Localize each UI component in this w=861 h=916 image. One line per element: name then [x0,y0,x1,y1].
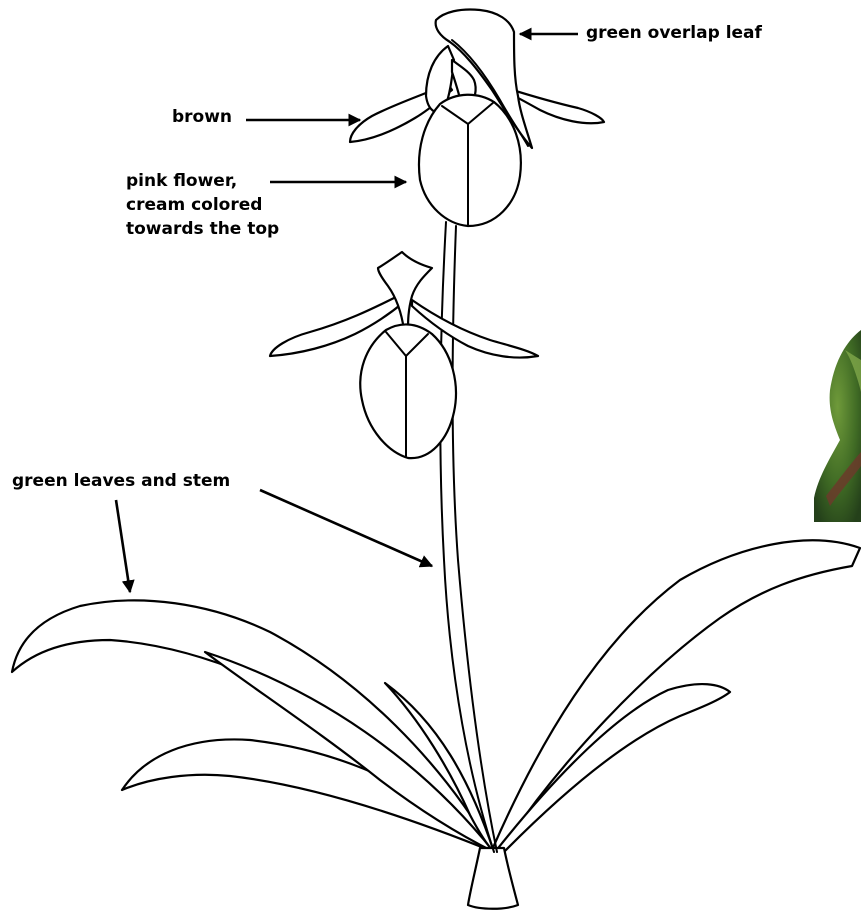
arrow-leaves [116,500,130,592]
basal-leaves [12,540,860,908]
arrow-stem [260,490,432,566]
lower-flower-dorsal [378,252,432,330]
lower-flower [270,252,538,458]
label-pink-flower-line3: towards the top [126,218,279,241]
upper-flower-pouch [419,95,521,226]
label-pink-flower-line2: cream colored [126,194,262,217]
label-green-leaves-and-stem: green leaves and stem [12,470,230,493]
lower-flower-pouch [360,324,456,458]
label-green-overlap-leaf: green overlap leaf [586,22,762,45]
label-pink-flower-line1: pink flower, [126,170,237,193]
upper-flower [350,9,604,226]
leaf-base [468,848,518,909]
photo-fragment [814,330,861,522]
label-brown: brown [172,106,232,129]
